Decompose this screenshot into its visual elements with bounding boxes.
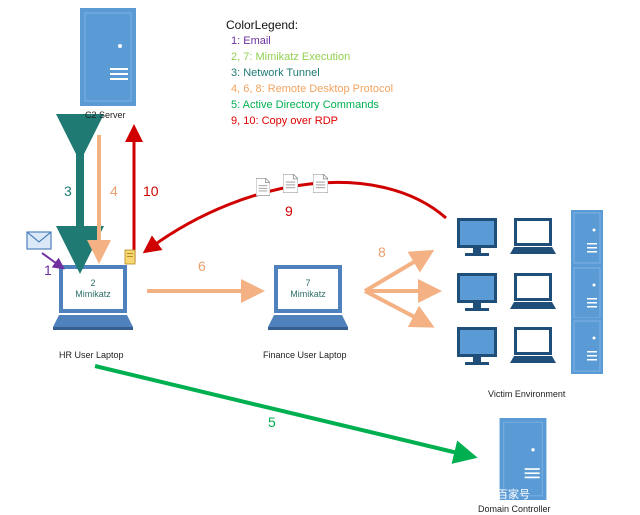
hr-laptop-label: HR User Laptop: [59, 350, 124, 360]
finance-laptop-label: Finance User Laptop: [263, 350, 347, 360]
desktop-icon: [457, 218, 497, 256]
email-icon: [26, 231, 52, 250]
domain-controller-label: Domain Controller: [478, 504, 551, 514]
finance-screen-number: 7: [305, 278, 311, 288]
c2-server-label: C2 Server: [85, 110, 126, 120]
legend-item-tunnel: 3: Network Tunnel: [231, 67, 320, 79]
legend-item-rdp: 4, 6, 8: Remote Desktop Protocol: [231, 83, 394, 95]
edge-label-9: 9: [285, 203, 293, 219]
document-icon: [313, 174, 328, 193]
watermark: 百家号: [497, 489, 530, 501]
hr-screen-text: Mimikatz: [75, 289, 111, 299]
document-icon: [283, 174, 298, 193]
legend-item-mimikatz: 2, 7: Mimikatz Execution: [231, 51, 351, 63]
legend-item-email: 1: Email: [231, 35, 271, 47]
rdp-arrows-8: [363, 249, 442, 328]
victim-machines: [457, 210, 603, 374]
laptop-icon: [510, 327, 556, 363]
edge-label-10: 10: [143, 183, 159, 199]
edge-label-6: 6: [198, 258, 206, 274]
hr-screen-number: 2: [90, 278, 96, 288]
edge-label-1: 1: [44, 262, 52, 278]
laptop-icon: [510, 218, 556, 254]
edge-label-8: 8: [378, 244, 386, 260]
tower-server-icon: [571, 210, 603, 266]
file-icon: [124, 249, 136, 265]
c2-server-icon: [80, 8, 136, 106]
document-icon: [256, 178, 270, 196]
tower-server-icon: [571, 265, 603, 321]
legend-item-ad: 5: Active Directory Commands: [231, 99, 379, 111]
tower-server-icon: [571, 318, 603, 374]
finance-screen-text: Mimikatz: [290, 289, 326, 299]
ad-commands-arrow: [94, 364, 478, 464]
desktop-icon: [457, 327, 497, 365]
legend-title: ColorLegend:: [226, 18, 299, 32]
edge-label-3: 3: [64, 183, 72, 199]
edge-label-4: 4: [110, 183, 118, 199]
legend-item-copy: 9, 10: Copy over RDP: [231, 115, 338, 127]
copy-rdp-arrow-9: [142, 180, 447, 254]
edge-label-5: 5: [268, 414, 276, 430]
desktop-icon: [457, 273, 497, 311]
email-arrow: [41, 252, 65, 270]
laptop-icon: [510, 273, 556, 309]
victim-env-label: Victim Environment: [488, 389, 566, 399]
